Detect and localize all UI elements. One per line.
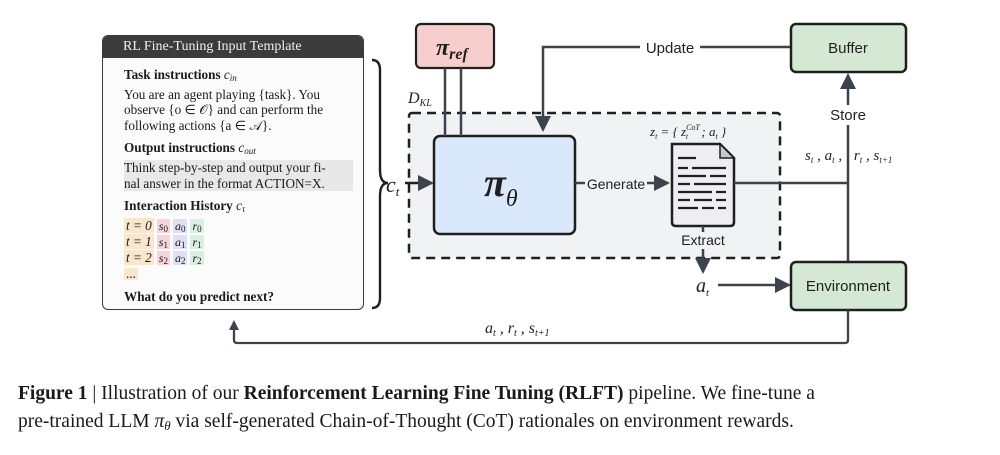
update-label-bg bbox=[640, 38, 700, 56]
history-ellipsis: ... bbox=[124, 265, 138, 281]
task-line: following actions {a ∈ 𝒜}. bbox=[124, 117, 272, 133]
store-label-bg bbox=[826, 105, 870, 125]
feedback-arrow bbox=[229, 310, 850, 345]
buffer-node[interactable] bbox=[789, 22, 908, 74]
kl-label: DKL bbox=[407, 90, 432, 109]
output-line: Think step-by-step and output your fi- bbox=[124, 159, 353, 176]
document-icon bbox=[670, 142, 736, 228]
store-label: Store bbox=[830, 107, 866, 124]
policy-label: πθ bbox=[484, 160, 518, 212]
input-template-card: RL Fine-Tuning Input Template Task instr… bbox=[102, 35, 364, 310]
caption-method-name: Reinforcement Learning Fine Tuning (RLFT… bbox=[243, 383, 624, 404]
extract-label-bg bbox=[678, 232, 728, 249]
figure-caption: Figure 1 | Illustration of our Reinforce… bbox=[18, 383, 815, 433]
context-brace bbox=[371, 58, 389, 310]
reference-policy-label: πref bbox=[436, 35, 469, 63]
environment-label: Environment bbox=[806, 278, 891, 295]
feedback-label: at , rt , st+1 bbox=[485, 320, 550, 339]
task-instructions-section: Task instructions cin You are an agent p… bbox=[124, 67, 353, 133]
output-instructions-section: Output instructions cout Think step-by-s… bbox=[124, 140, 353, 192]
update-arrow bbox=[535, 45, 790, 132]
policy-node[interactable] bbox=[432, 134, 577, 236]
reference-policy-node[interactable] bbox=[414, 22, 496, 70]
output-symbol: cout bbox=[238, 140, 256, 157]
buffer-label: Buffer bbox=[828, 40, 868, 57]
generate-label-bg bbox=[585, 174, 647, 192]
rlft-diagram: ct πθ πref DKL Update Buffer Generate zt… bbox=[229, 22, 908, 345]
prediction-question: What do you predict next? bbox=[124, 288, 274, 304]
task-symbol: cin bbox=[223, 67, 237, 83]
task-instructions-heading: Task instructions bbox=[124, 67, 221, 82]
task-line: You are an agent playing {task}. You bbox=[124, 86, 320, 102]
extract-label: Extract bbox=[681, 232, 725, 248]
history-symbol: cτ bbox=[236, 198, 246, 215]
output-instructions-heading: Output instructions bbox=[124, 140, 236, 156]
task-line: observe {o ∈ 𝒪} and can perform the bbox=[124, 102, 324, 118]
figure-number: Figure 1 bbox=[18, 383, 88, 404]
output-line: nal answer in the format ACTION=X. bbox=[124, 175, 353, 192]
context-label: ct bbox=[386, 172, 400, 199]
action-label: at bbox=[696, 275, 710, 299]
caption-policy-symbol: πθ bbox=[154, 411, 171, 433]
history-heading: Interaction History bbox=[124, 198, 233, 214]
generate-label: Generate bbox=[587, 176, 646, 192]
update-label: Update bbox=[646, 40, 694, 57]
template-title: RL Fine-Tuning Input Template bbox=[103, 36, 363, 58]
